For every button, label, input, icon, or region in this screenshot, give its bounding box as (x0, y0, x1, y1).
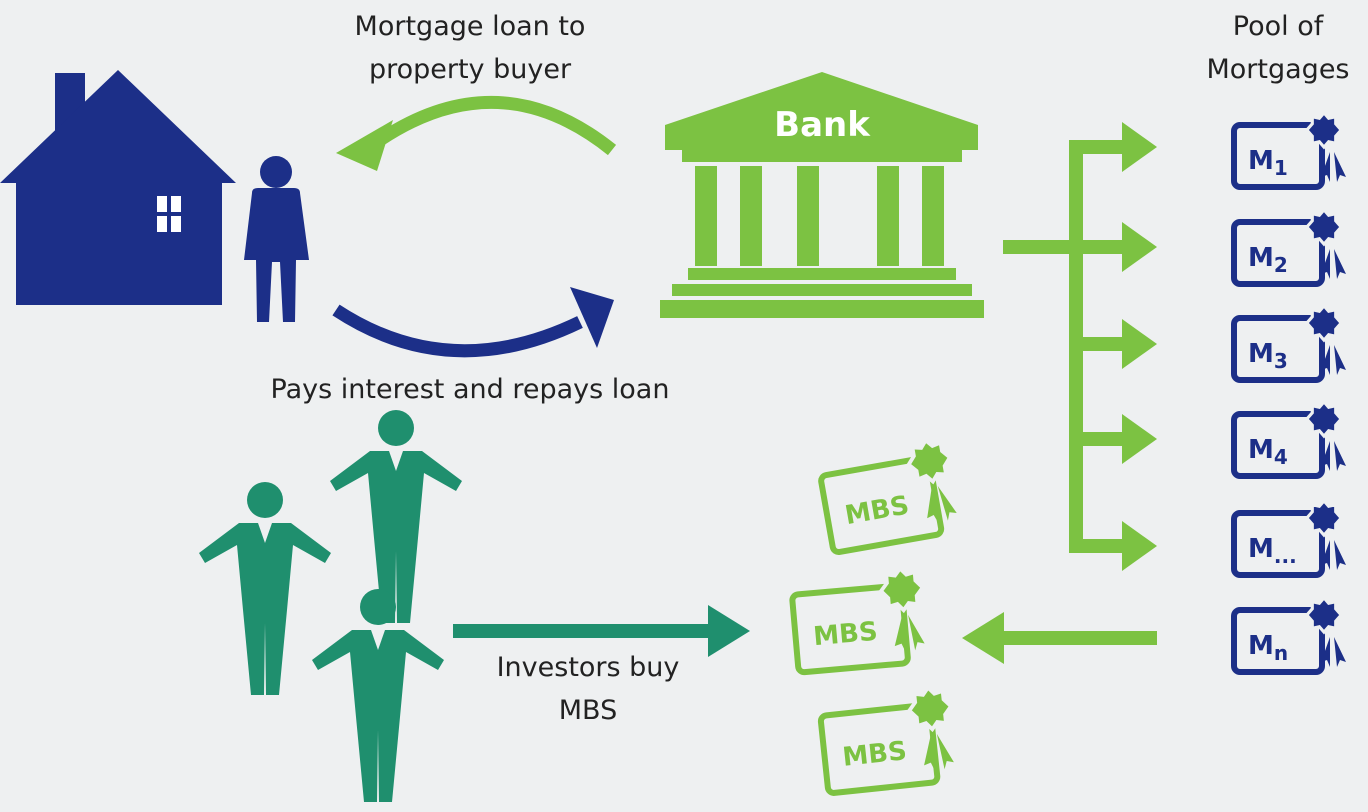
investor-icon (312, 589, 444, 802)
mbs-certificates: MBS MBS MBS (789, 434, 957, 796)
mortgage-label: Mn (1248, 631, 1288, 665)
mortgage-label: M2 (1248, 243, 1288, 277)
mbs-label: MBS (843, 490, 912, 531)
mbs-certificate: MBS (789, 564, 927, 676)
mortgage-label: M4 (1248, 435, 1288, 469)
mortgage-certificate: M1 (1231, 111, 1346, 190)
mortgage-certificate: M... (1231, 499, 1346, 578)
mortgage-loan-arrow (336, 95, 617, 171)
mortgage-certificate: M3 (1231, 304, 1346, 383)
investors-buy-arrow (453, 605, 750, 657)
repayment-arrow (332, 287, 614, 358)
investor-icon (199, 482, 331, 695)
mortgage-certificate: M4 (1231, 400, 1346, 479)
bank-label: Bank (774, 105, 871, 145)
mortgage-loan-label-line2: property buyer (368, 54, 572, 85)
mortgage-loan-label-line1: Mortgage loan to (354, 11, 586, 42)
mortgage-label: M... (1248, 534, 1297, 568)
bank-icon: Bank (660, 72, 984, 318)
pool-label-line2: Mortgages (1206, 54, 1350, 85)
house-icon (0, 70, 236, 305)
bank-to-pool-arrows (1003, 122, 1157, 571)
mbs-label: MBS (812, 617, 879, 653)
property-buyer-icon (244, 156, 309, 322)
mortgage-certificate: Mn (1231, 596, 1346, 675)
investor-icon (330, 410, 462, 623)
mbs-certificate: MBS (817, 683, 956, 796)
investors-buy-label-line2: MBS (558, 695, 618, 726)
mortgage-certificate: M2 (1231, 208, 1346, 287)
mbs-label: MBS (841, 736, 908, 773)
mortgage-label: M3 (1248, 339, 1288, 373)
pays-interest-label: Pays interest and repays loan (270, 374, 670, 405)
investors-buy-label-line1: Investors buy (496, 652, 680, 683)
pool-to-mbs-arrow (962, 612, 1157, 664)
mbs-certificate: MBS (818, 434, 957, 555)
pool-label-line1: Pool of (1232, 11, 1324, 42)
mortgage-label: M1 (1248, 146, 1288, 180)
